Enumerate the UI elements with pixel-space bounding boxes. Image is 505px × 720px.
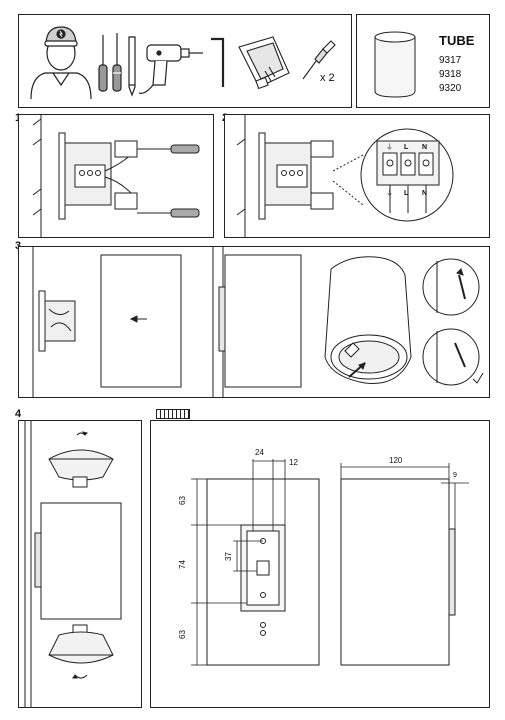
top-dimension-lines (252, 459, 286, 531)
neutral-label-top: N (422, 144, 427, 151)
product-illustration: TUBE 9317 9318 9320 (374, 31, 475, 98)
ruler-icon (156, 409, 190, 419)
zoom-connector (332, 154, 364, 206)
screwdrivers-icon (98, 33, 122, 92)
ground-label-top: ⏚ (386, 143, 393, 151)
dim-plate-height: 37 (224, 552, 233, 561)
step-4-dimension-panel: 24 12 63 74 63 37 120 9 (150, 420, 490, 708)
terminal-zoom-detail (360, 128, 454, 222)
side-view-body (340, 478, 450, 666)
left-dimension-lines (191, 478, 263, 666)
step-1-panel (18, 114, 214, 238)
detail-circle-bottom (422, 328, 480, 386)
lamp-bulb-icon (238, 36, 290, 90)
dim-top-width: 24 (255, 448, 264, 457)
dim-middle-height: 74 (178, 560, 187, 569)
bulb-top (48, 431, 114, 488)
dim-upper-height: 63 (178, 496, 187, 505)
dim-depth: 120 (389, 456, 403, 465)
product-panel: TUBE 9317 9318 9320 (356, 14, 490, 108)
step-3-illustration (32, 247, 484, 397)
tools-illustration: x 2 (30, 26, 336, 100)
tools-panel: x 2 (18, 14, 352, 108)
step-3-panel (18, 246, 490, 398)
allen-key-icon (211, 37, 225, 87)
step-4-number: 4 (15, 408, 22, 420)
electrician-icon (30, 26, 92, 100)
step-4-lamp-panel (18, 420, 142, 708)
tube-3d-view (324, 256, 412, 384)
wall-section (24, 421, 32, 707)
screw-quantity: x 2 (320, 72, 335, 84)
drill-icon (138, 44, 203, 94)
live-label-top: L (404, 144, 409, 151)
model-number-1: 9317 (439, 55, 462, 66)
side-view-plate (448, 528, 456, 616)
screw-anchor-icon (302, 40, 336, 80)
tube-lamp-icon (374, 31, 416, 98)
dimension-drawing: 24 12 63 74 63 37 120 9 (178, 448, 469, 666)
screw-bottom (114, 192, 200, 218)
wall-section (236, 115, 246, 237)
tube-body-mounted (218, 254, 302, 388)
detail-circle-top (422, 258, 480, 316)
mounted-plate (258, 132, 334, 220)
tube-body-front (34, 502, 122, 620)
live-label-bottom: L (404, 190, 409, 197)
terminal-block (74, 154, 132, 194)
bulb-bottom (48, 624, 114, 679)
checkmark-icon (472, 372, 484, 384)
wired-plate (38, 290, 76, 352)
side-dimension-lines (340, 463, 469, 529)
tube-body-slide (100, 254, 182, 388)
screw-top (114, 140, 200, 158)
step-2-illustration: ⏚ L N ⏚ L N (236, 115, 454, 237)
wall-section (32, 115, 42, 237)
step-2-panel: ⏚ L N ⏚ L N (224, 114, 490, 238)
neutral-label-bottom: N (422, 190, 427, 197)
model-number-3: 9320 (439, 83, 462, 94)
mounting-plate-front (240, 524, 286, 636)
dim-lower-height: 63 (178, 630, 187, 639)
pencil-icon (128, 36, 136, 97)
product-name: TUBE (439, 33, 475, 48)
step-1-illustration (32, 115, 200, 237)
dim-wall-gap: 9 (453, 472, 457, 479)
ground-label-bottom: ⏚ (386, 189, 393, 197)
model-number-2: 9318 (439, 69, 462, 80)
step-4-lamp-illustration (24, 421, 122, 707)
dim-top-offset: 12 (289, 458, 298, 467)
